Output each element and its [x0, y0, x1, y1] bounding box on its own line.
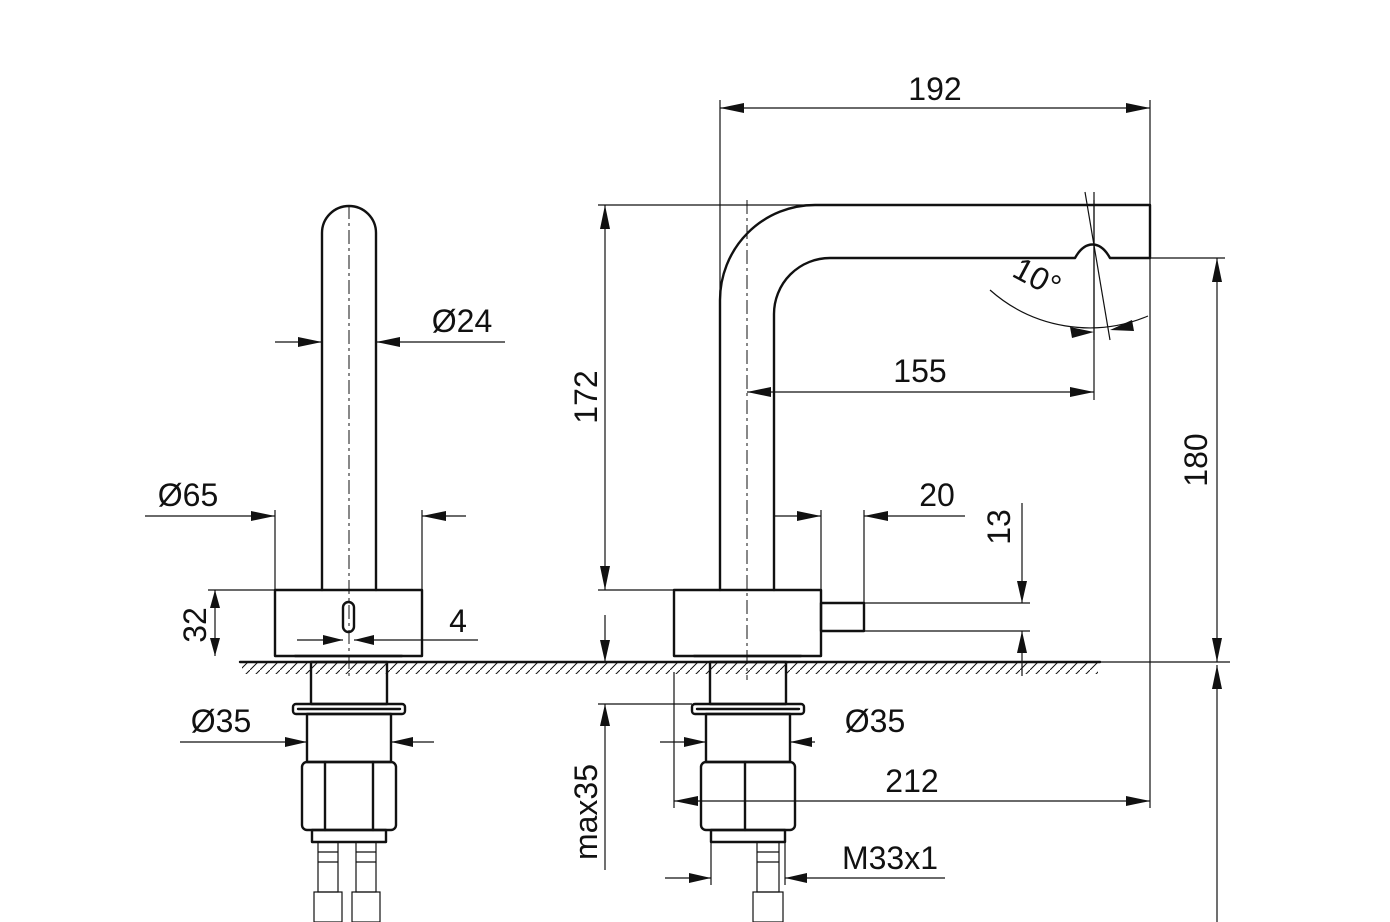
front-view	[273, 204, 424, 922]
dim-172: 172	[568, 370, 604, 423]
dim-thread: M33x1	[842, 840, 938, 876]
dim-base-diameter: Ø65	[158, 477, 218, 513]
dim-212: 212	[885, 763, 938, 799]
dim-shank-right: Ø35	[845, 703, 905, 739]
dim-base-height: 32	[177, 607, 213, 643]
dim-lever-offset: 20	[919, 477, 955, 513]
dim-max-thickness: max35	[568, 764, 604, 860]
dim-shank-left: Ø35	[191, 703, 251, 739]
dimension-lines	[145, 100, 1225, 922]
dim-lever-height: 13	[981, 509, 1017, 545]
side-view	[672, 200, 1152, 922]
dim-sensor-width: 4	[449, 603, 467, 639]
countertop	[238, 660, 1230, 674]
dim-192: 192	[908, 71, 961, 107]
dim-spout-diameter: Ø24	[432, 303, 492, 339]
dim-155: 155	[893, 353, 946, 389]
dim-180: 180	[1178, 433, 1214, 486]
